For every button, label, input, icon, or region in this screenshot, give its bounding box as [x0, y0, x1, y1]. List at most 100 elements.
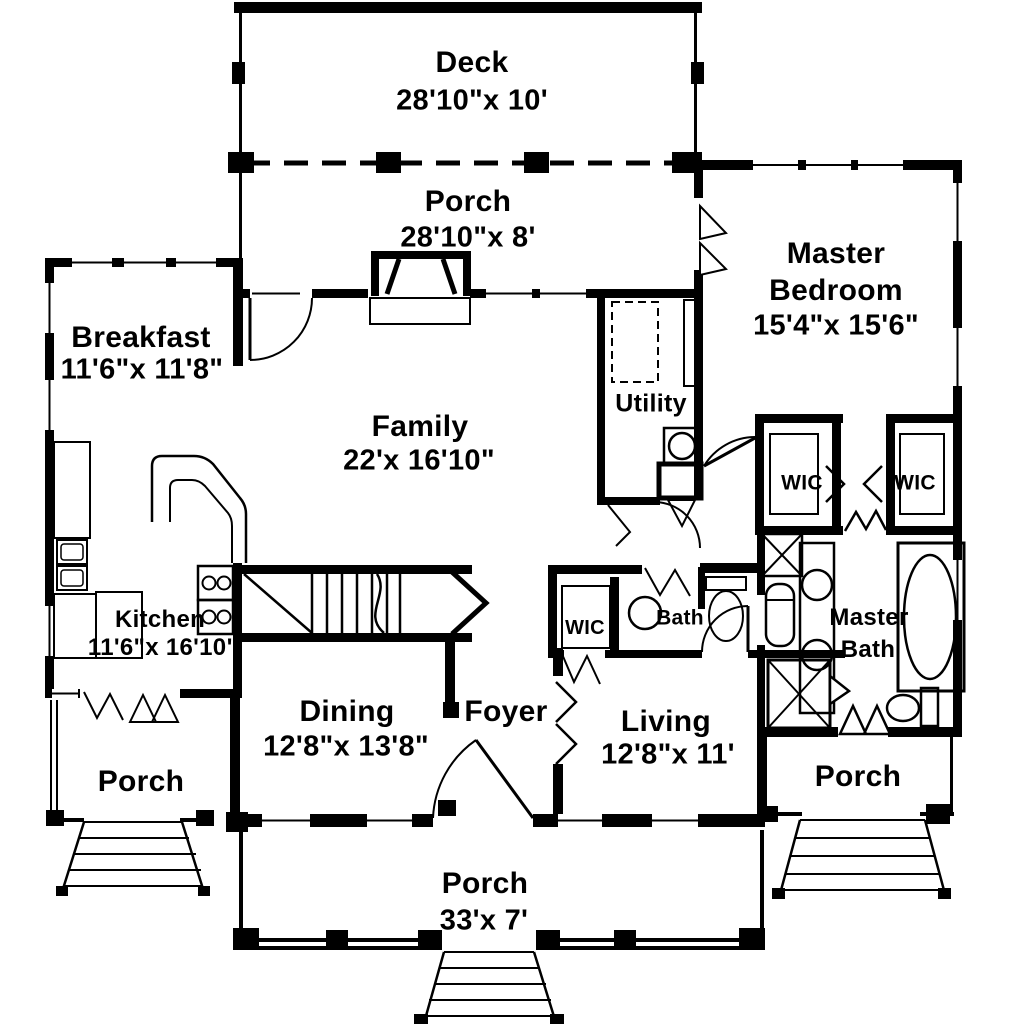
utility-door-leaf [607, 504, 632, 547]
master-bath-label-1: Master [829, 604, 909, 631]
bathtub [896, 541, 966, 693]
master-bedroom-dims: 15'4"x 15'6" [753, 309, 919, 342]
kitchen-dims: 11'6"x 16'10" [87, 634, 239, 661]
porch-front-dims: 33'x 7' [439, 904, 529, 937]
toilet-door-arc [701, 605, 749, 653]
window [45, 606, 54, 656]
wic-hall-opening [843, 508, 888, 532]
foyer-living-opening [555, 681, 578, 765]
toilet [705, 576, 747, 642]
kitchen-counter [53, 441, 91, 539]
master-toilet [764, 582, 796, 648]
window [176, 258, 216, 267]
hall-door-arc [703, 436, 756, 467]
window [953, 183, 962, 241]
master-bath-label-2: Bath [840, 636, 896, 663]
dining-dims: 12'8"x 13'8" [263, 730, 429, 763]
breakfast-label: Breakfast [71, 321, 211, 354]
master-french-door [699, 203, 728, 277]
window [540, 289, 586, 298]
window [558, 814, 602, 827]
window [858, 160, 903, 170]
wic-hall-closet [561, 585, 611, 649]
bath-label: Bath [656, 606, 704, 630]
kitchen-label: Kitchen [114, 606, 206, 633]
window [45, 380, 54, 430]
master-bath-fixtures [699, 203, 966, 736]
porch-right-steps [781, 819, 944, 891]
porch-right-structure [760, 737, 954, 899]
window [953, 328, 962, 386]
wic-hall-label: WIC [565, 617, 605, 639]
porch-front-steps [424, 951, 556, 1017]
living-dims: 12'8"x 11' [601, 738, 735, 771]
wic-hall-door [561, 653, 601, 685]
window [45, 283, 54, 333]
shower [760, 532, 804, 578]
deck-label: Deck [435, 46, 509, 79]
doors [83, 297, 578, 819]
toilet-2 [885, 686, 940, 728]
utility-door-arc [654, 501, 701, 549]
foyer-label: Foyer [464, 695, 548, 728]
porch-top-dims: 28'10"x 8' [400, 221, 536, 254]
wic-right-shelves [899, 433, 945, 515]
kitchen-porch-door-leaf [83, 691, 124, 721]
kitchen-french-door [128, 692, 180, 723]
wic-left-door [825, 465, 846, 503]
staircase [243, 570, 490, 636]
door-jamb-block [438, 800, 456, 816]
front-door-leaf [474, 739, 535, 819]
deck-dims: 28'10"x 10' [396, 84, 548, 117]
stove [196, 564, 235, 636]
porch-left-label: Porch [97, 765, 185, 798]
water-heater [611, 301, 659, 383]
kitchen-fixtures [53, 441, 248, 659]
double-vanity [798, 541, 836, 715]
deck-structure [228, 2, 704, 258]
dining-label: Dining [299, 695, 395, 728]
window [252, 289, 300, 298]
porch-left-steps [64, 821, 202, 887]
pantry-cabinet [95, 591, 143, 659]
stair-direction-arrow [450, 570, 490, 636]
window [367, 814, 412, 827]
utility-fixtures [607, 299, 704, 549]
window [262, 814, 310, 827]
window [753, 160, 798, 170]
porch-front-label: Porch [441, 867, 529, 900]
entry-steps [369, 251, 471, 325]
wic-left-label: WIC [781, 471, 823, 495]
porch-front-structure [233, 830, 765, 1024]
porch-left-structure [46, 700, 248, 896]
master-bedroom-label-2: Bedroom [769, 274, 903, 307]
window [52, 689, 78, 698]
porch-top-label: Porch [424, 185, 512, 218]
family-label: Family [371, 410, 469, 443]
bath-fixtures [561, 436, 756, 685]
front-door-arc [432, 739, 477, 819]
breakfast-door-arc [249, 297, 313, 361]
wic-right-label: WIC [894, 471, 936, 495]
interior-walls [233, 258, 957, 815]
utility-label: Utility [615, 389, 687, 418]
utility-shelf [683, 299, 701, 387]
hall-door-leaf [703, 436, 756, 468]
wic-left-shelves [769, 433, 819, 515]
foyer-newel-post [443, 702, 459, 718]
windows [45, 160, 962, 827]
window [72, 258, 112, 267]
kitchen-island [150, 454, 248, 563]
window [953, 560, 962, 620]
family-dims: 22'x 16'10" [343, 444, 495, 477]
bath-entry-door [644, 567, 691, 597]
living-label: Living [620, 705, 712, 738]
corner-shower [766, 658, 852, 730]
dryer [656, 461, 704, 501]
porch-french-door [838, 703, 892, 736]
wic-right-door [862, 465, 883, 503]
bath-sink [627, 595, 663, 631]
porch-right-label: Porch [814, 760, 902, 793]
